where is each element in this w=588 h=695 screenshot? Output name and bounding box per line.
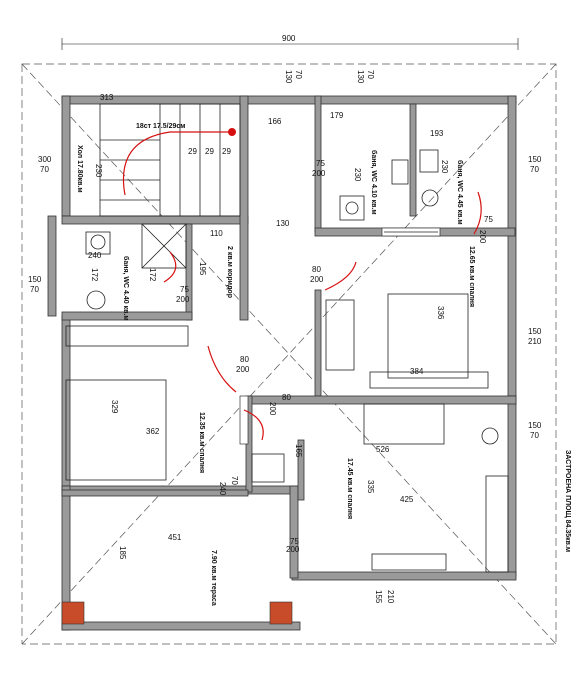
svg-text:70: 70 (294, 70, 303, 79)
dim-166: 166 (268, 117, 282, 126)
bath1-label: баня, WC 4.10 кв.м (370, 150, 378, 215)
dim-200d: 200 (478, 230, 487, 244)
interior-walls (61, 95, 517, 501)
svg-text:150: 150 (528, 421, 542, 430)
dim-230a: 230 (94, 164, 103, 178)
dim-75a: 75 (316, 159, 325, 168)
dim-29a: 29 (188, 147, 197, 156)
dim-75e: 75 (290, 537, 299, 546)
dim-200c: 200 (236, 365, 250, 374)
dim-193: 193 (430, 129, 444, 138)
svg-text:70: 70 (530, 431, 539, 440)
svg-text:70: 70 (30, 285, 39, 294)
dim-29b: 29 (205, 147, 214, 156)
built-area-label: ЗАСТРОЕНА ПЛОЩ 84.35кв.м (564, 450, 571, 552)
svg-text:130: 130 (356, 70, 365, 84)
svg-text:150: 150 (528, 327, 542, 336)
dim-362: 362 (146, 427, 160, 436)
corridor-label: 2 кв.м коридор (226, 246, 233, 298)
bedroom-se: 165 17.45 кв.м спалня 526 425 335 (294, 403, 509, 573)
dim-200e: 200 (310, 275, 324, 284)
bathroom-2: баня, WC 4.45 кв.м 193 230 (419, 129, 482, 235)
bedroom-ne: 80 200 12.65 кв.м спалня 336 384 75 200 (310, 215, 493, 389)
svg-text:155: 155 (374, 590, 383, 604)
svg-text:130: 130 (284, 70, 293, 84)
dim-240: 240 (88, 251, 102, 260)
dim-179: 179 (330, 111, 344, 120)
dim-313: 313 (100, 93, 114, 102)
wardrobe (251, 453, 285, 483)
dim-900: 900 (282, 34, 296, 43)
svg-text:210: 210 (386, 590, 395, 604)
svg-text:70: 70 (366, 70, 375, 79)
dim-240b: 240 (218, 482, 227, 496)
hall-label: Хол 17.80кв.м (76, 145, 83, 193)
dim-172a: 172 (90, 268, 99, 282)
dim-172b: 172 (148, 268, 157, 282)
dim-195: 195 (198, 262, 207, 276)
dim-336: 336 (436, 306, 445, 320)
dim-230b: 230 (353, 168, 362, 182)
svg-text:70: 70 (530, 165, 539, 174)
roof-outline (21, 63, 557, 645)
bedroom-w: 329 362 12.35 кв.м спалня 200 80 (65, 325, 291, 481)
dim-526: 526 (376, 445, 390, 454)
dim-75b: 75 (180, 285, 189, 294)
bedroom-w-label: 12.35 кв.м спалня (198, 412, 205, 473)
dim-165: 165 (294, 444, 303, 458)
dim-75c: 75 (484, 215, 493, 224)
dim-200b: 200 (176, 295, 190, 304)
dim-200f: 200 (268, 402, 277, 416)
terrace-label: 7.90 кв.м тераса (210, 550, 217, 606)
svg-text:150: 150 (28, 275, 42, 284)
terrace: 185 451 7.90 кв.м тераса 75 200 70 240 (118, 476, 300, 606)
bedroom-se-label: 17.45 кв.м спалня (346, 458, 353, 519)
overall-width-dimension: 900 (61, 34, 519, 50)
staircase: 18ст 17.5/29см 313 29 29 29 230 (94, 93, 241, 217)
bathroom-1: баня, WC 4.10 кв.м 230 179 75 200 (312, 111, 409, 221)
dim-425: 425 (400, 495, 414, 504)
dim-329: 329 (110, 400, 119, 414)
dim-110: 110 (210, 229, 223, 238)
dim-130: 130 (276, 219, 290, 228)
dim-451: 451 (168, 533, 182, 542)
bathroom-3: 240 баня, WC 4.40 кв.м 172 172 75 200 (85, 223, 190, 321)
dim-80a: 80 (240, 355, 249, 364)
dim-185: 185 (118, 546, 127, 560)
edge-dimensions: 130 70 130 70 300 70 150 70 150 70 150 2… (28, 70, 542, 604)
dim-335: 335 (366, 480, 375, 494)
bedroom-ne-label: 12.65 кв.м спалня (468, 246, 475, 307)
stair-label: 18ст 17.5/29см (136, 123, 185, 130)
dim-230c: 230 (440, 160, 449, 174)
svg-text:150: 150 (528, 155, 542, 164)
dim-29c: 29 (222, 147, 231, 156)
svg-text:300: 300 (38, 155, 52, 164)
dim-80b: 80 (312, 265, 321, 274)
svg-text:210: 210 (528, 337, 542, 346)
dim-384: 384 (410, 367, 424, 376)
svg-text:70: 70 (40, 165, 49, 174)
bath3-label: баня, WC 4.40 кв.м (122, 256, 130, 321)
dim-80c: 80 (282, 393, 291, 402)
dim-200g: 200 (286, 545, 300, 554)
bath2-label: баня, WC 4.45 кв.м (456, 160, 464, 225)
corridor: 110 195 2 кв.м коридор 130 80 200 (198, 219, 290, 393)
dim-70a: 70 (230, 476, 239, 485)
dim-200a: 200 (312, 169, 326, 178)
